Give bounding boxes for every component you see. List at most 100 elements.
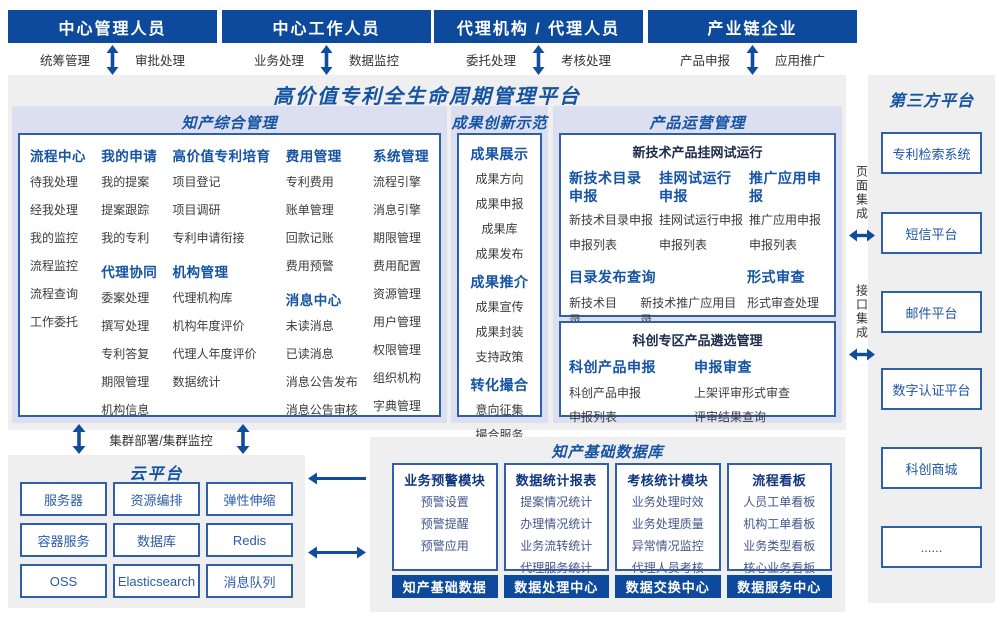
menu-item[interactable]: 撰写处理 [101, 319, 150, 333]
role-group-industry-chain: 产业链企业 产品申报 应用推广 [648, 10, 857, 75]
menu-item[interactable]: 代理机构库 [172, 291, 233, 305]
third-party-platform[interactable]: 邮件平台 [881, 291, 982, 333]
menu-group: 流程中心待我处理经我处理我的监控流程监控流程查询工作委托 [30, 145, 86, 341]
menu-item[interactable]: 资源管理 [372, 287, 421, 301]
menu-item[interactable]: 我的专利 [101, 231, 150, 245]
menu-item[interactable]: 业务处理时效 [631, 495, 704, 509]
data-center-box[interactable]: 数据服务中心 [726, 575, 832, 598]
data-center-box[interactable]: 数据交换中心 [615, 575, 721, 598]
cloud-service[interactable]: 消息队列 [206, 564, 293, 598]
menu-item[interactable]: 专利申请衔接 [172, 231, 245, 245]
cloud-service[interactable]: 容器服务 [20, 523, 107, 557]
menu-item[interactable]: 办理情况统计 [520, 517, 593, 531]
third-party-platform[interactable]: 短信平台 [881, 212, 982, 254]
menu-item[interactable]: 费用配置 [372, 259, 421, 273]
third-party-platform[interactable]: 数字认证平台 [881, 368, 982, 410]
menu-item[interactable]: 组织机构 [372, 371, 421, 385]
vertical-double-arrow-icon [532, 45, 545, 75]
third-party-platform[interactable]: 专利检索系统 [881, 132, 982, 174]
menu-item[interactable]: 项目调研 [172, 203, 221, 217]
menu-item[interactable]: 挂网试运行申报 [658, 213, 743, 228]
menu-item[interactable]: 费用预警 [285, 259, 334, 273]
menu-item[interactable]: 代理人年度评价 [172, 347, 257, 361]
menu-item[interactable]: 形式审查处理 [747, 296, 820, 311]
menu-item[interactable]: 已读消息 [285, 347, 334, 361]
menu-item[interactable]: 意向征集 [475, 403, 524, 417]
menu-item[interactable]: 机构信息 [101, 403, 150, 417]
third-party-platform[interactable]: 科创商城 [881, 447, 982, 489]
cloud-service[interactable]: Elasticsearch [113, 564, 200, 598]
cloud-service[interactable]: Redis [206, 523, 293, 557]
menu-item[interactable]: 权限管理 [372, 343, 421, 357]
data-center-box[interactable]: 知产基础数据 [392, 575, 498, 598]
menu-item[interactable]: 消息引擎 [372, 203, 421, 217]
menu-item[interactable]: 机构工单看板 [743, 517, 816, 531]
menu-item[interactable]: 成果库 [481, 222, 518, 236]
menu-item[interactable]: 申报列表 [748, 238, 797, 253]
menu-column: 我的申请我的提案提案跟踪我的专利代理协同委案处理撰写处理专利答复期限管理机构信息 [101, 145, 157, 433]
group-header: 成果推介 [470, 274, 529, 290]
cloud-service[interactable]: 弹性伸缩 [206, 482, 293, 516]
menu-item[interactable]: 专利费用 [285, 175, 334, 189]
menu-item[interactable]: 申报列表 [569, 238, 618, 253]
menu-item[interactable]: 成果封装 [475, 325, 524, 339]
menu-item[interactable]: 异常情况监控 [631, 539, 704, 553]
menu-item[interactable]: 账单管理 [285, 203, 334, 217]
menu-item[interactable]: 成果方向 [475, 172, 524, 186]
menu-item[interactable]: 预警提醒 [420, 517, 469, 531]
cloud-platform-title: 云平台 [129, 466, 184, 483]
menu-item[interactable]: 数据统计 [172, 375, 221, 389]
group-header: 目录发布查询 [569, 269, 656, 286]
menu-item[interactable]: 未读消息 [285, 319, 334, 333]
menu-item[interactable]: 申报列表 [569, 410, 618, 424]
menu-item[interactable]: 用户管理 [372, 315, 421, 329]
menu-item[interactable]: 成果申报 [475, 197, 524, 211]
menu-item[interactable]: 期限管理 [372, 231, 421, 245]
menu-item[interactable]: 业务类型看板 [743, 539, 816, 553]
menu-item[interactable]: 科创产品申报 [569, 386, 642, 400]
role-title: 代理机构 / 代理人员 [434, 10, 643, 43]
menu-item[interactable]: 申报列表 [658, 238, 707, 253]
menu-item[interactable]: 流程查询 [30, 287, 79, 301]
menu-item[interactable]: 代理人员考核 [631, 561, 704, 575]
third-party-platform[interactable]: ...... [881, 526, 982, 568]
menu-item[interactable]: 流程引擎 [372, 175, 421, 189]
menu-item[interactable]: 机构年度评价 [172, 319, 245, 333]
cloud-service[interactable]: 服务器 [20, 482, 107, 516]
menu-item[interactable]: 我的监控 [30, 231, 79, 245]
menu-item[interactable]: 经我处理 [30, 203, 79, 217]
menu-item[interactable]: 专利答复 [101, 347, 150, 361]
menu-item[interactable]: 字典管理 [372, 399, 421, 413]
menu-item[interactable]: 业务处理质量 [631, 517, 704, 531]
menu-item[interactable]: 推广应用申报 [748, 213, 821, 228]
menu-item[interactable]: 新技术目录申报 [569, 213, 654, 228]
menu-item[interactable]: 支持政策 [475, 350, 524, 364]
menu-item[interactable]: 流程监控 [30, 259, 79, 273]
menu-item[interactable]: 项目登记 [172, 175, 221, 189]
menu-item[interactable]: 业务流转统计 [520, 539, 593, 553]
menu-item[interactable]: 消息公告审核 [285, 403, 358, 417]
menu-item[interactable]: 我的提案 [101, 175, 150, 189]
menu-item[interactable]: 回款记账 [285, 231, 334, 245]
menu-item[interactable]: 成果发布 [475, 247, 524, 261]
menu-item[interactable]: 消息公告发布 [285, 375, 358, 389]
data-center-box[interactable]: 数据处理中心 [503, 575, 609, 598]
cloud-service[interactable]: 资源编排 [113, 482, 200, 516]
menu-item[interactable]: 提案情况统计 [520, 495, 593, 509]
menu-item[interactable]: 工作委托 [30, 315, 79, 329]
menu-item[interactable]: 期限管理 [101, 375, 150, 389]
menu-item[interactable]: 提案跟踪 [101, 203, 150, 217]
cloud-service[interactable]: 数据库 [113, 523, 200, 557]
knowledge-db-title: 知产基础数据库 [551, 444, 664, 461]
menu-item[interactable]: 预警应用 [420, 539, 469, 553]
menu-item[interactable]: 成果宣传 [475, 300, 524, 314]
menu-item[interactable]: 评审结果查询 [694, 410, 767, 424]
menu-item[interactable]: 上架评审形式审查 [694, 386, 791, 400]
menu-item[interactable]: 人员工单看板 [743, 495, 816, 509]
menu-item[interactable]: 委案处理 [101, 291, 150, 305]
cloud-service[interactable]: OSS [20, 564, 107, 598]
menu-item[interactable]: 核心业务看板 [743, 561, 816, 575]
menu-item[interactable]: 预警设置 [420, 495, 469, 509]
menu-item[interactable]: 待我处理 [30, 175, 79, 189]
menu-item[interactable]: 代理服务统计 [520, 561, 593, 575]
